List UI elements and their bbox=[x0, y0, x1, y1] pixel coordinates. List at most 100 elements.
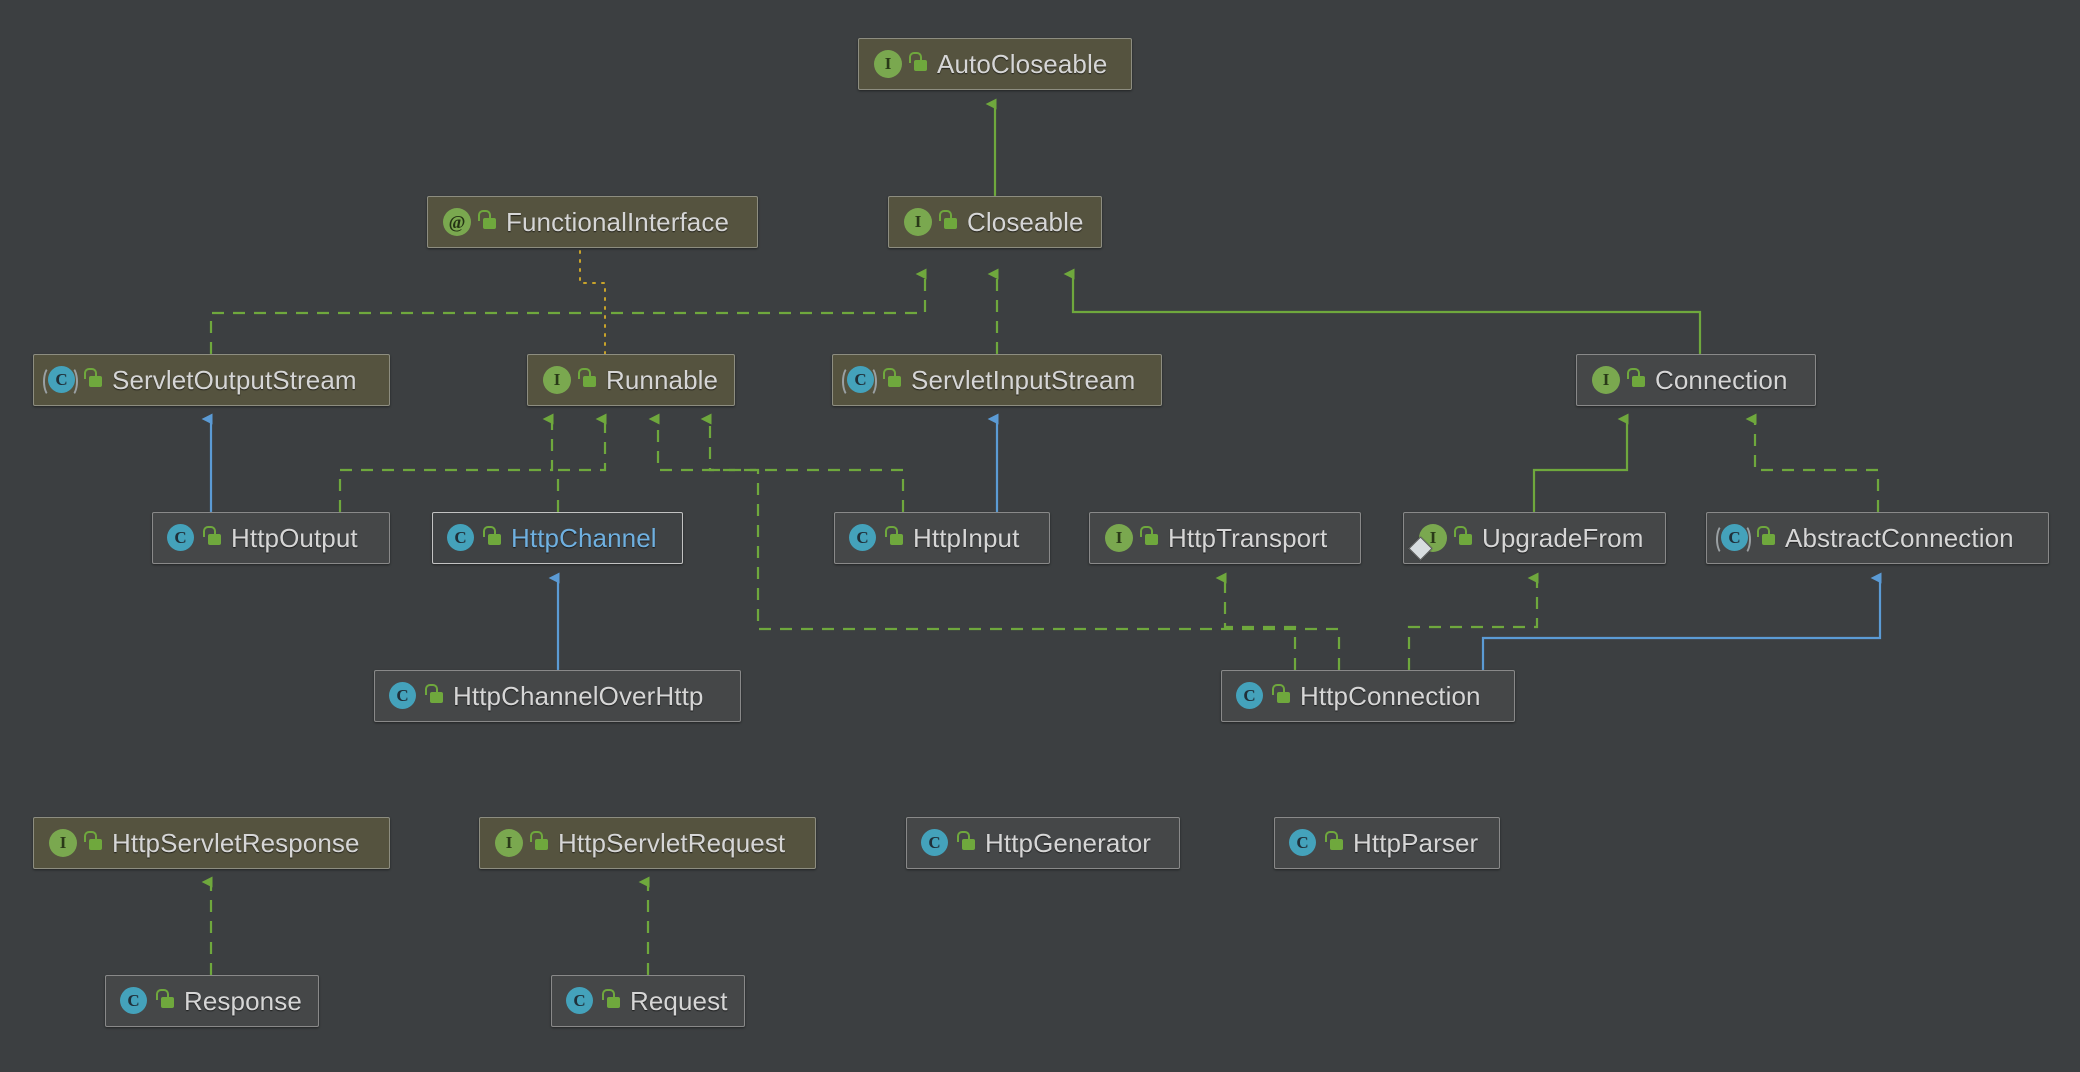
public-unlock-icon bbox=[477, 210, 497, 234]
edge-httpinput-runnable bbox=[648, 413, 905, 512]
class-node-label: HttpConnection bbox=[1300, 680, 1481, 711]
interface-icon: I bbox=[870, 49, 902, 79]
public-unlock-icon bbox=[908, 52, 928, 76]
class-node-label: Response bbox=[184, 985, 302, 1016]
class-icon: C bbox=[918, 828, 948, 858]
public-unlock-icon bbox=[482, 526, 502, 550]
class-icon: C bbox=[1286, 828, 1316, 858]
edge-servletoutputstream-closeable bbox=[209, 268, 927, 354]
type-letter: C bbox=[120, 987, 147, 1014]
class-node-httpgenerator[interactable]: C HttpGenerator bbox=[906, 817, 1180, 869]
class-node-connection[interactable]: I Connection bbox=[1576, 354, 1816, 406]
type-letter: C bbox=[1236, 682, 1263, 709]
public-unlock-icon bbox=[1271, 684, 1291, 708]
type-letter: @ bbox=[443, 208, 471, 236]
public-unlock-icon bbox=[529, 831, 549, 855]
edge-httpconnection-upgradefrom bbox=[1407, 572, 1539, 670]
class-node-abstractconnection[interactable]: C AbstractConnection bbox=[1706, 512, 2049, 564]
type-letter: C bbox=[847, 366, 874, 393]
class-node-functionalinterface[interactable]: @ FunctionalInterface bbox=[427, 196, 758, 248]
class-node-httpoutput[interactable]: C HttpOutput bbox=[152, 512, 390, 564]
class-node-label: HttpGenerator bbox=[985, 827, 1152, 858]
type-letter: I bbox=[904, 208, 932, 236]
edge-upgradefrom-connection bbox=[1532, 413, 1629, 512]
public-unlock-icon bbox=[424, 684, 444, 708]
class-icon: C bbox=[1233, 681, 1263, 711]
abstract-class-icon: C bbox=[1716, 523, 1751, 555]
class-icon: C bbox=[164, 523, 194, 553]
public-unlock-icon bbox=[83, 831, 103, 855]
edge-abstractconnection-connection bbox=[1745, 413, 1880, 512]
class-node-label: HttpOutput bbox=[231, 522, 358, 553]
annotation-icon: @ bbox=[439, 207, 471, 237]
class-icon: C bbox=[117, 986, 147, 1016]
class-node-response[interactable]: C Response bbox=[105, 975, 319, 1027]
abstract-class-icon: C bbox=[43, 365, 78, 397]
class-node-httpconnection[interactable]: C HttpConnection bbox=[1221, 670, 1515, 722]
class-node-label: AbstractConnection bbox=[1785, 522, 2014, 553]
public-unlock-icon bbox=[938, 210, 958, 234]
interface-icon: I bbox=[491, 828, 523, 858]
class-icon: C bbox=[386, 681, 416, 711]
class-node-closeable[interactable]: I Closeable bbox=[888, 196, 1102, 248]
public-unlock-icon bbox=[1453, 526, 1473, 550]
class-icon: C bbox=[563, 986, 593, 1016]
class-node-runnable[interactable]: I Runnable bbox=[527, 354, 735, 406]
abstract-class-icon: C bbox=[842, 365, 877, 397]
public-unlock-icon bbox=[1626, 368, 1646, 392]
edge-httpconnection-abstractconnection bbox=[1481, 572, 1882, 670]
type-letter: C bbox=[566, 987, 593, 1014]
public-unlock-icon bbox=[601, 989, 621, 1013]
interface-icon: I bbox=[539, 365, 571, 395]
interface-icon: I bbox=[900, 207, 932, 237]
type-letter: I bbox=[874, 50, 902, 78]
type-letter: C bbox=[447, 524, 474, 551]
class-node-label: HttpParser bbox=[1353, 827, 1479, 858]
class-node-servletoutputstream[interactable]: C ServletOutputStream bbox=[33, 354, 390, 406]
type-letter: C bbox=[167, 524, 194, 551]
public-unlock-icon bbox=[1139, 526, 1159, 550]
class-node-label: Request bbox=[630, 985, 728, 1016]
public-unlock-icon bbox=[83, 368, 103, 392]
class-node-label: UpgradeFrom bbox=[1482, 522, 1644, 553]
type-letter: I bbox=[49, 829, 77, 857]
class-node-autocloseable[interactable]: I AutoCloseable bbox=[858, 38, 1132, 90]
type-letter: I bbox=[1105, 524, 1133, 552]
class-node-label: Runnable bbox=[606, 364, 719, 395]
class-node-label: AutoCloseable bbox=[937, 48, 1108, 79]
type-letter: I bbox=[495, 829, 523, 857]
edge-httpoutput-runnable bbox=[338, 413, 554, 512]
class-icon: C bbox=[846, 523, 876, 553]
type-letter: C bbox=[1721, 524, 1748, 551]
public-unlock-icon bbox=[1756, 526, 1776, 550]
interface-icon: I bbox=[1101, 523, 1133, 553]
edge-connection-closeable bbox=[1063, 268, 1702, 354]
type-letter: I bbox=[543, 366, 571, 394]
type-letter: C bbox=[921, 829, 948, 856]
class-node-label: Closeable bbox=[967, 206, 1084, 237]
class-node-label: ServletInputStream bbox=[911, 364, 1136, 395]
class-node-httpinput[interactable]: C HttpInput bbox=[834, 512, 1050, 564]
type-letter: C bbox=[1289, 829, 1316, 856]
class-node-label: HttpInput bbox=[913, 522, 1020, 553]
class-node-label: ServletOutputStream bbox=[112, 364, 357, 395]
class-node-servletinputstream[interactable]: C ServletInputStream bbox=[832, 354, 1162, 406]
class-node-label: Connection bbox=[1655, 364, 1788, 395]
public-unlock-icon bbox=[956, 831, 976, 855]
class-node-label: FunctionalInterface bbox=[506, 206, 730, 237]
class-node-request[interactable]: C Request bbox=[551, 975, 745, 1027]
public-unlock-icon bbox=[155, 989, 175, 1013]
public-unlock-icon bbox=[577, 368, 597, 392]
type-letter: I bbox=[1592, 366, 1620, 394]
edge-runnable-functionalinterface bbox=[579, 249, 606, 355]
type-letter: C bbox=[389, 682, 416, 709]
public-unlock-icon bbox=[882, 368, 902, 392]
class-node-httpparser[interactable]: C HttpParser bbox=[1274, 817, 1500, 869]
